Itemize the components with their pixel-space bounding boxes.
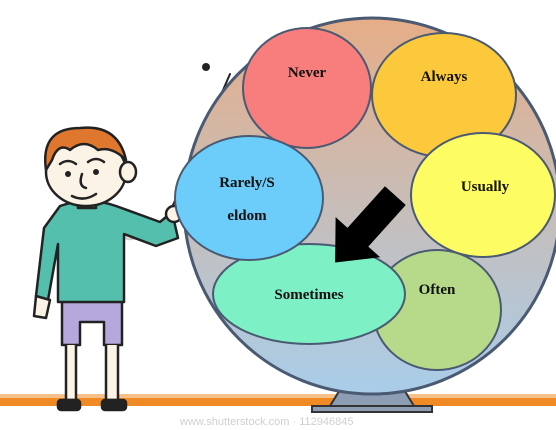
segment-sometimes[interactable]: Sometimes (212, 243, 406, 345)
segment-never-label: Never (288, 65, 327, 81)
watermark-footer: www.shutterstock.com · 112946845 (179, 416, 353, 428)
segment-rarely-seldom[interactable]: Rarely/S eldom (174, 135, 324, 261)
arrow-icon (335, 186, 406, 263)
wheel-segments: Never Always Usually Often Sometimes Rar… (174, 27, 556, 371)
leg-left (64, 343, 78, 402)
wheel-stand-base (311, 405, 433, 413)
segment-sometimes-ellipse (212, 243, 406, 345)
floor-line (0, 398, 556, 406)
eye-left (65, 171, 71, 177)
eyebrow-left (58, 159, 78, 166)
segment-usually-label: Usually (461, 179, 510, 195)
arrow-pointer (335, 186, 406, 263)
segment-rarely-label-line2: eldom (227, 208, 267, 224)
shoe-left (56, 398, 82, 412)
eyebrow-right (86, 157, 106, 164)
shoe-right (100, 398, 128, 412)
floor-shadow (0, 394, 556, 398)
segment-usually-ellipse (410, 132, 556, 258)
segment-usually[interactable]: Usually (410, 132, 556, 258)
leg-right (104, 343, 120, 402)
segment-rarely-label-line1: Rarely/S (219, 175, 275, 191)
segment-never-ellipse (242, 27, 372, 149)
segment-never[interactable]: Never (242, 27, 372, 149)
segment-often-label: Often (419, 282, 456, 298)
pants (60, 296, 124, 347)
hair (43, 126, 128, 172)
pointer-stick-tip (202, 63, 210, 71)
eye-right (93, 169, 99, 175)
nose (79, 172, 88, 190)
segment-rarely-ellipse (174, 135, 324, 261)
segment-always-label: Always (421, 69, 468, 85)
hand-left (32, 294, 52, 320)
segment-always[interactable]: Always (371, 32, 517, 158)
mouth (70, 192, 98, 200)
segment-sometimes-label: Sometimes (274, 287, 343, 303)
ear (118, 160, 138, 184)
